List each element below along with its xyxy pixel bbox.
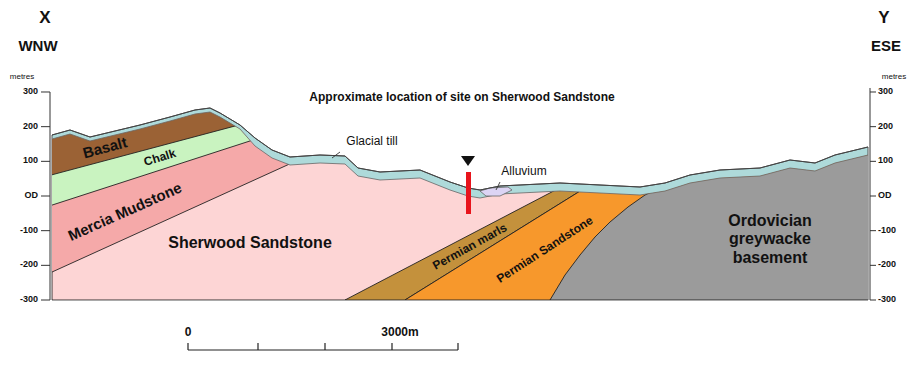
axis-tick-label: 100 (23, 156, 38, 166)
deposit-label: Alluvium (501, 165, 546, 178)
axis-tick (870, 230, 876, 231)
axis-tick (41, 265, 50, 266)
chalk-unit (40, 40, 290, 209)
scale-tick (187, 343, 188, 350)
axis-tick (41, 126, 50, 127)
axis-tick-label: -100 (20, 226, 38, 236)
axis-tick (41, 300, 50, 301)
axis-tick (870, 196, 876, 197)
alluvium-lens (480, 187, 512, 196)
axis-tick (41, 161, 50, 162)
axis-unit-label: metres (10, 73, 34, 82)
scale-tick (391, 343, 392, 350)
direction-label: WNW (18, 38, 57, 55)
axis-tick-label: 300 (23, 87, 38, 97)
deposit-label: Glacial till (346, 135, 397, 148)
axis-tick-label: OD (25, 191, 39, 201)
formation-label: Basalt (81, 134, 129, 162)
axis-tick-label: OD (878, 191, 892, 201)
permian-sandstone-unit (405, 100, 900, 300)
basement-unit (550, 100, 900, 300)
scale-tick (257, 343, 258, 350)
direction-label: ESE (871, 38, 901, 55)
axis-tick (870, 265, 876, 266)
axis-tick-label: -200 (878, 260, 896, 270)
section-end-label: Y (878, 9, 889, 28)
scale-label: 3000m (381, 326, 418, 339)
scale-label: 0 (185, 326, 192, 339)
formation-label: Permian marls (431, 221, 510, 273)
axis-unit-label: metres (882, 73, 906, 82)
right-axis (870, 88, 871, 300)
ground-surface (52, 108, 868, 190)
axis-tick (870, 161, 876, 162)
scale-tick (324, 343, 325, 350)
bedrock-units (40, 40, 900, 300)
section-end-label: X (39, 9, 50, 28)
axis-tick-label: -300 (878, 295, 896, 305)
axis-tick (870, 91, 876, 92)
basalt-unit (40, 40, 280, 178)
axis-tick (41, 196, 50, 197)
formation-label: Permian Sandstone (494, 214, 595, 286)
axis-tick (41, 91, 50, 92)
scale-bar (188, 349, 458, 350)
axis-tick-label: -100 (878, 226, 896, 236)
formation-label: Chalk (142, 147, 177, 169)
formation-label: Sherwood Sandstone (168, 234, 332, 252)
axis-tick (870, 126, 876, 127)
formation-label: Mercia Mudstone (66, 180, 185, 245)
site-bar (466, 172, 471, 214)
axis-tick (870, 300, 876, 301)
axis-tick-label: 300 (878, 87, 893, 97)
site-label: Approximate location of site on Sherwood… (309, 91, 614, 104)
formation-label: Ordovician greywacke basement (715, 212, 825, 267)
scale-tick (457, 343, 458, 350)
axis-tick-label: 100 (878, 156, 893, 166)
leader-line (332, 152, 340, 158)
axis-tick-label: 200 (23, 122, 38, 132)
axis-tick (41, 230, 50, 231)
site-marker (461, 156, 475, 166)
axis-tick-label: 200 (878, 122, 893, 132)
axis-tick-label: -200 (20, 260, 38, 270)
axis-tick-label: -300 (20, 295, 38, 305)
leader-line (496, 182, 500, 190)
